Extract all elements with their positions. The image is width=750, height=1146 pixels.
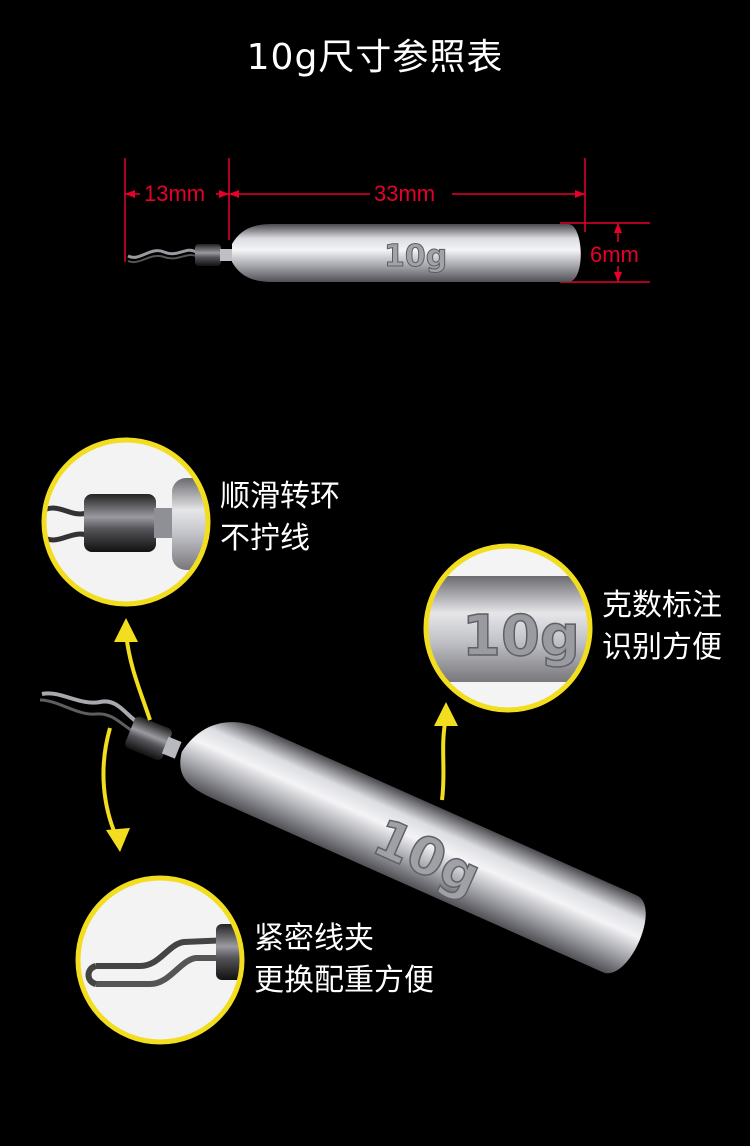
pointer-arrows [101,633,448,837]
callout-clip-line2: 更换配重方便 [254,963,434,998]
weight-mark-detail-image: 10g [426,546,590,710]
diameter-label: 6mm [590,242,639,267]
large-sinker: 10g [39,691,646,974]
weight-mark-detail-ring [423,543,593,713]
callout-swivel: 顺滑转环 不拧线 [220,476,340,560]
callout-weight-line1: 克数标注 [602,588,722,623]
callout-clip-line1: 紧密线夹 [254,921,374,956]
callout-clip: 紧密线夹 更换配重方便 [254,918,434,1002]
weight-mark-detail-text: 10g [462,604,580,669]
clip-detail-ring [75,875,245,1045]
callout-weight-line2: 识别方便 [602,630,722,665]
small-sinker-weight-text: 10g [384,239,447,274]
body-length-label: 33mm [374,181,436,206]
clip-detail-image [78,878,242,1042]
callout-weight-mark: 克数标注 识别方便 [602,585,722,669]
page-title: 10g尺寸参照表 [246,37,504,78]
dimension-lines [124,158,650,283]
small-sinker [127,224,581,282]
swivel-length-label: 13mm [144,181,206,206]
callout-swivel-line1: 顺滑转环 [220,479,340,514]
swivel-detail-ring [41,437,211,607]
pointer-arrowheads [106,618,458,852]
callout-swivel-line2: 不拧线 [220,521,310,556]
